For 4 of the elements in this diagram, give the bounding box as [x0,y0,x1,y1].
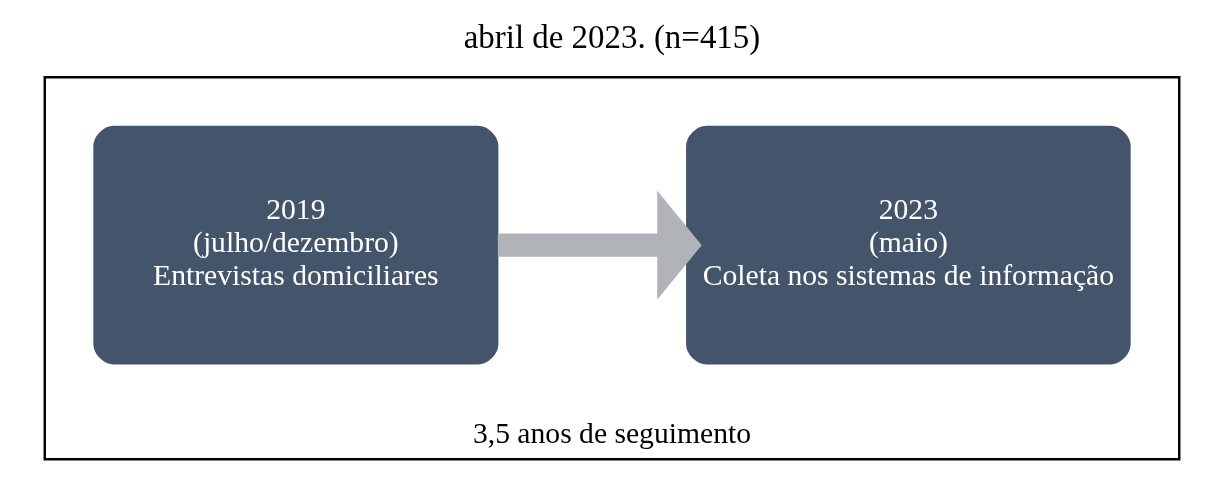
diagram-title: abril de 2023. (n=415) [463,18,760,55]
node-box: 2019 (julho/dezembro) Entrevistas domiciliares [92,125,498,365]
arrow [497,190,702,300]
node-box: 2023 (maio) Coleta nos sistemas de informação [685,125,1131,365]
